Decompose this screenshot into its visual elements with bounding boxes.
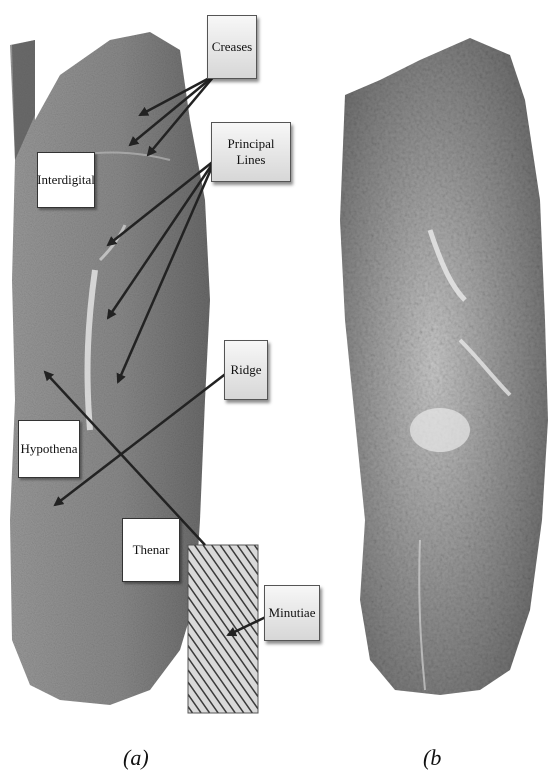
caption-panel-b: (b xyxy=(423,745,441,771)
region-label-thenar: Thenar xyxy=(122,518,180,582)
callout-minutiae: Minutiae xyxy=(264,585,320,641)
minutiae-zoom-inset xyxy=(188,545,258,713)
caption-panel-a: (a) xyxy=(123,745,149,771)
callout-principal-lines: Principal Lines xyxy=(211,122,291,182)
region-label-hypothenar: Hypothena xyxy=(18,420,80,478)
region-label-interdigital: Interdigital xyxy=(37,152,95,208)
callout-ridge: Ridge xyxy=(224,340,268,400)
palmprint-image-a xyxy=(10,32,210,705)
palmprint-image-b xyxy=(340,38,548,695)
callout-creases: Creases xyxy=(207,15,257,79)
